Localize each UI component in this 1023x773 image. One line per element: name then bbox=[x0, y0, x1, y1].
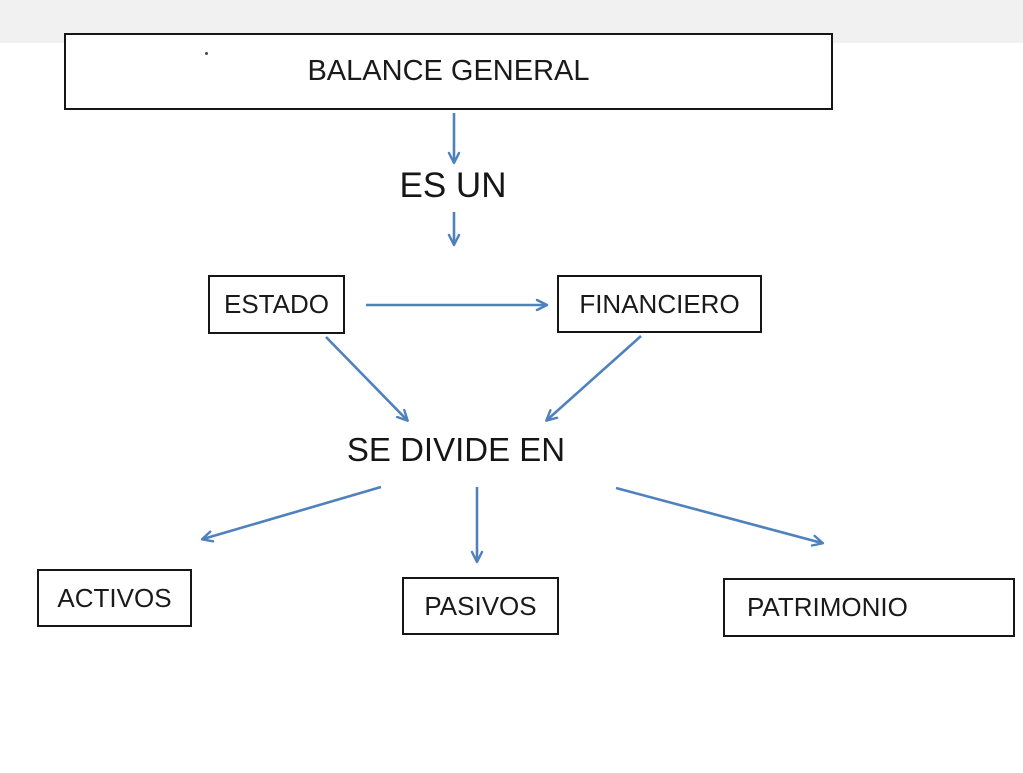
node-pasivos: PASIVOS bbox=[402, 577, 559, 635]
connector-label-se-divide-en: SE DIVIDE EN bbox=[346, 431, 566, 468]
node-patrimonio-label: PATRIMONIO bbox=[747, 592, 908, 622]
node-pasivos-label: PASIVOS bbox=[424, 590, 537, 621]
node-patrimonio: PATRIMONIO bbox=[723, 578, 1015, 637]
arrow-estado-to-se-divide bbox=[325, 336, 409, 422]
stray-dot bbox=[205, 52, 208, 55]
connector-label-es-un: ES UN bbox=[399, 166, 507, 205]
arrow-se-divide-to-patrimonio bbox=[615, 486, 825, 547]
node-financiero: FINANCIERO bbox=[557, 275, 762, 333]
node-financiero-label: FINANCIERO bbox=[579, 288, 740, 319]
arrow-se-divide-to-activos bbox=[200, 485, 382, 543]
node-balance-general: BALANCE GENERAL bbox=[64, 33, 833, 110]
node-activos-label: ACTIVOS bbox=[57, 582, 172, 613]
arrow-financiero-to-se-divide bbox=[545, 335, 642, 422]
node-estado-label: ESTADO bbox=[224, 289, 329, 319]
node-estado: ESTADO bbox=[208, 275, 345, 334]
node-activos: ACTIVOS bbox=[37, 569, 192, 627]
node-balance-general-label: BALANCE GENERAL bbox=[307, 55, 590, 87]
